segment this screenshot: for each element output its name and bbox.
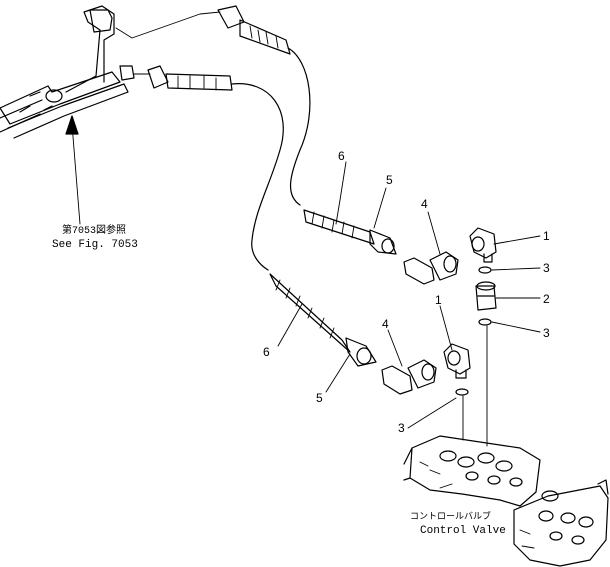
callout-3-upper: 3: [543, 261, 550, 275]
callout-2: 2: [543, 292, 550, 306]
o-ring-lower: [455, 388, 469, 396]
valve-label-jp: コントロールバルブ: [410, 510, 491, 522]
reference-label-jp: 第7053図参照: [62, 223, 126, 237]
reference-label-en: See Fig. 7053: [52, 239, 138, 251]
callout-3-middle: 3: [543, 326, 550, 340]
elbow-1-upper: [469, 227, 497, 263]
hose-middle: [303, 209, 397, 255]
callout-4-upper: 4: [421, 197, 428, 211]
callout-6-lower: 6: [263, 345, 270, 359]
o-ring-upper: [478, 266, 492, 274]
leader-lines: [65, 115, 541, 429]
callout-6-upper: 6: [338, 149, 345, 163]
hose-top-1: [217, 5, 311, 206]
o-ring-middle: [478, 318, 492, 326]
connector-2: [475, 281, 497, 311]
callout-4-lower: 4: [382, 317, 389, 331]
elbow-fitting-lower: [381, 359, 437, 395]
callout-1-lower: 1: [435, 293, 442, 307]
control-valve: [403, 435, 609, 567]
valve-label-en: Control Valve: [420, 525, 506, 537]
hose-lower: [269, 273, 377, 367]
hose-top-2: [147, 65, 284, 271]
elbow-fitting-upper: [403, 251, 459, 285]
elbow-1-lower: [443, 343, 471, 379]
pipe-line-upper: [115, 11, 221, 39]
pipe-bracket-assembly: [0, 5, 135, 139]
callout-3-lower: 3: [398, 421, 405, 435]
callouts: 6 5 4 1 3 2 3 1 4 6 5 3: [263, 149, 550, 435]
callout-5-lower: 5: [316, 391, 323, 405]
callout-1-upper: 1: [543, 229, 550, 243]
callout-5-upper: 5: [386, 173, 393, 187]
